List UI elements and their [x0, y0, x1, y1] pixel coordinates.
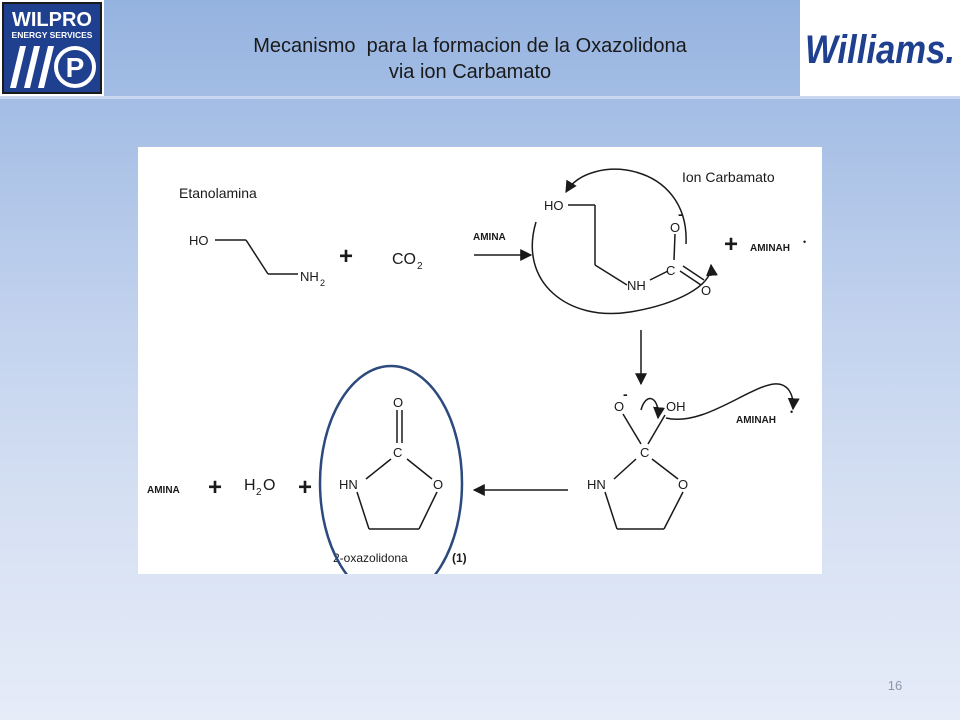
label-2-oxazolidona: 2-oxazolidona: [333, 551, 408, 565]
curved-arrow-lone-pair: [640, 397, 665, 420]
page-number: 16: [887, 678, 903, 693]
oxazolidone-product: O C HN O: [339, 395, 443, 530]
curved-arrow-proton-loss: [665, 383, 800, 421]
slide-header: WILPRO ENERGY SERVICES P Mecanismo para …: [0, 0, 960, 99]
header-divider: [0, 96, 960, 99]
label-oxazolidona-ref: (1): [452, 551, 467, 565]
wilpro-logo-monogram: P: [66, 52, 85, 83]
intermediate-oh: OH: [666, 399, 686, 414]
aminah-cation-top: AMINAH: [750, 243, 790, 254]
product-carbonyl-o: O: [393, 395, 403, 410]
co2-molecule: CO 2: [392, 251, 423, 272]
carbamate-o-minus: O: [670, 220, 680, 235]
plus-sign-3: +: [208, 474, 222, 501]
water-o: O: [263, 477, 275, 494]
plus-sign-1: +: [339, 243, 353, 270]
co2-formula: CO: [392, 251, 416, 268]
charge-minus-2: -: [623, 386, 628, 402]
intermediate-hn: HN: [587, 477, 606, 492]
carbamate-ho: HO: [544, 198, 564, 213]
water-h: H: [244, 477, 256, 494]
charge-dot-mid: •: [790, 407, 793, 417]
atom-ho: HO: [189, 233, 209, 248]
aminah-cation-mid: AMINAH: [736, 415, 776, 426]
ethanolamine-structure: HO NH 2: [189, 233, 325, 288]
charge-minus-1: -: [678, 206, 683, 222]
intermediate-o-minus: O: [614, 399, 624, 414]
highlight-ellipse: [318, 364, 464, 574]
atom-nh2-n: NH: [300, 269, 319, 284]
williams-logo: Williams.: [800, 0, 960, 96]
plus-sign-2: +: [724, 231, 738, 258]
product-c: C: [393, 445, 402, 460]
atom-nh2-subscript: 2: [320, 278, 325, 288]
label-ion-carbamato: Ion Carbamato: [682, 169, 775, 185]
slide-title-line-2: via ion Carbamato: [388, 61, 552, 83]
plus-sign-4: +: [298, 474, 312, 501]
label-etanolamina: Etanolamina: [179, 185, 257, 201]
reaction-mechanism-diagram: Etanolamina Ion Carbamato HO NH 2 + CO 2…: [138, 147, 822, 574]
co2-subscript: 2: [417, 261, 423, 272]
williams-logo-wordmark: Williams.: [805, 28, 955, 72]
intermediate-c: C: [640, 445, 649, 460]
product-hn: HN: [339, 477, 358, 492]
wilpro-logo-name: WILPRO: [12, 9, 92, 31]
reagent-amina: AMINA: [473, 232, 506, 243]
tetrahedral-intermediate: O - OH C HN O: [587, 386, 688, 530]
intermediate-ring-o: O: [678, 477, 688, 492]
wilpro-logo-tagline: ENERGY SERVICES: [12, 30, 93, 40]
wilpro-logo: WILPRO ENERGY SERVICES P: [0, 0, 104, 96]
carbamate-nh: NH: [627, 278, 646, 293]
product-amina: AMINA: [147, 485, 180, 496]
carbamate-c: C: [666, 263, 675, 278]
slide-title: Mecanismo para la formacion de la Oxazol…: [180, 33, 760, 85]
water-molecule: H 2 O: [244, 477, 275, 498]
curved-arrow-proton-transfer: [531, 221, 718, 315]
water-subscript: 2: [256, 487, 262, 498]
carbamate-ion-structure: HO NH C O - O: [544, 198, 711, 298]
product-ring-o: O: [433, 477, 443, 492]
curved-arrow-attack: [565, 168, 687, 245]
slide-title-line-1: Mecanismo para la formacion de la Oxazol…: [253, 35, 687, 57]
charge-dot-top: •: [803, 237, 806, 247]
carbamate-o: O: [701, 283, 711, 298]
